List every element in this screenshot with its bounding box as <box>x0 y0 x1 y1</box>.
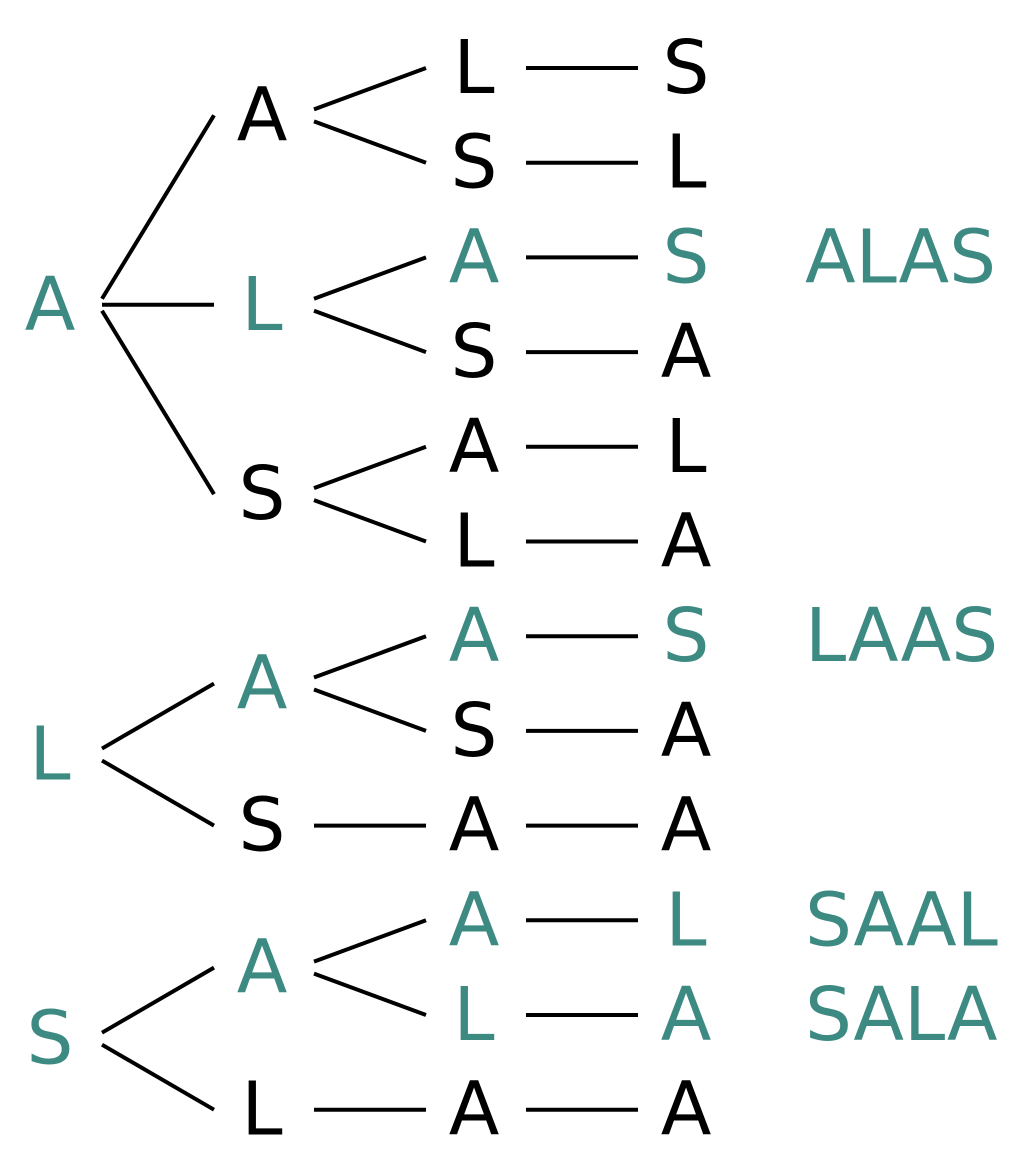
tree-letter: L <box>453 499 494 585</box>
tree-letter: A <box>661 688 712 774</box>
tree-letter: A <box>449 404 500 490</box>
tree-letter: L <box>453 25 494 111</box>
branch-line <box>313 498 427 544</box>
branch-line <box>313 444 427 491</box>
tree-letter: A <box>449 877 500 963</box>
tree-letter: A <box>661 783 712 869</box>
tree-letter: A <box>237 641 288 727</box>
branch-line <box>313 255 427 301</box>
tree-letter: A <box>661 499 712 585</box>
result-word: LAAS <box>805 593 998 679</box>
tree-letter: L <box>665 404 706 490</box>
tree-letter: L <box>241 262 282 348</box>
tree-letter: S <box>663 214 710 300</box>
branch-line <box>100 681 216 751</box>
branch-line <box>313 687 427 733</box>
tree-letter: L <box>665 877 706 963</box>
branch-line <box>313 308 427 354</box>
result-word: ALAS <box>805 214 996 300</box>
tree-letter: L <box>665 120 706 206</box>
branch-line <box>313 66 427 112</box>
result-word: SALA <box>805 972 998 1058</box>
tree-letter: A <box>661 972 712 1058</box>
tree-letter: S <box>239 451 286 537</box>
tree-letter: A <box>237 72 288 158</box>
tree-letter: S <box>451 120 498 206</box>
branch-line <box>100 114 216 300</box>
tree-letter: S <box>27 996 74 1082</box>
tree-letter: S <box>663 593 710 679</box>
tree-letter: A <box>449 214 500 300</box>
tree-letter: L <box>29 712 70 798</box>
tree-letter: L <box>241 1067 282 1153</box>
branch-line <box>313 119 427 165</box>
tree-letter: A <box>661 1067 712 1153</box>
result-word: SAAL <box>805 877 998 963</box>
branch-line <box>313 634 427 680</box>
tree-letter: A <box>25 262 76 348</box>
tree-letter: A <box>449 1067 500 1153</box>
tree-letter: A <box>661 309 712 395</box>
branch-line <box>100 758 216 828</box>
tree-letter: A <box>449 783 500 869</box>
branch-line <box>100 1042 216 1112</box>
branch-line <box>313 918 427 964</box>
tree-letter: S <box>663 25 710 111</box>
tree-letter: S <box>451 688 498 774</box>
branch-line <box>313 971 427 1017</box>
tree-letter: A <box>237 925 288 1011</box>
branch-line <box>100 309 216 496</box>
tree-letter: S <box>239 783 286 869</box>
tree-letter: S <box>451 309 498 395</box>
branch-line <box>100 965 216 1035</box>
tree-letter: L <box>453 972 494 1058</box>
tree-letter: A <box>449 593 500 679</box>
